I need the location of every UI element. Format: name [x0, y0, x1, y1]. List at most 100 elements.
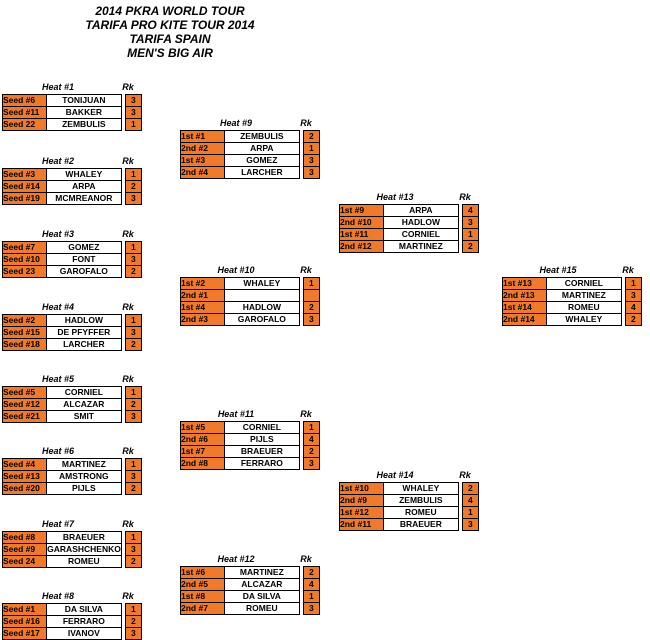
seed-cell: 2nd #12	[338, 240, 385, 253]
rider-name-cell: WHALEY	[46, 168, 122, 181]
rider-name-cell	[224, 289, 300, 302]
rank-header: Rk	[300, 265, 312, 275]
seed-cell: 2nd #10	[338, 216, 385, 229]
rider-name-cell: CORNIEL	[224, 421, 300, 434]
seed-cell: 1st #10	[338, 482, 385, 495]
seed-cell: Seed #10	[1, 253, 48, 266]
rider-name-cell: BAKKER	[46, 106, 122, 119]
rank-cell: 1	[302, 590, 321, 603]
rank-header: Rk	[459, 192, 471, 202]
rank-header: Rk	[122, 591, 134, 601]
rider-name-cell: ZEMBULIS	[224, 130, 300, 143]
rank-header: Rk	[122, 374, 134, 384]
rank-cell: 2	[461, 240, 480, 253]
rider-name-cell: LARCHER	[224, 166, 300, 179]
rank-cell: 4	[302, 433, 321, 446]
seed-cell: Seed #13	[1, 470, 48, 483]
seed-cell: Seed #11	[1, 106, 48, 119]
seed-cell: 1st #11	[338, 228, 385, 241]
rank-header: Rk	[122, 302, 134, 312]
rank-cell: 1	[624, 277, 643, 290]
rider-name-cell: ALCAZAR	[224, 578, 300, 591]
rank-cell: 1	[124, 314, 143, 327]
table-row: 2nd #1	[179, 289, 321, 302]
rank-cell: 1	[302, 142, 321, 155]
seed-cell: 1st #5	[179, 421, 226, 434]
rank-cell: 3	[624, 289, 643, 302]
rider-name-cell: PIJLS	[46, 482, 122, 495]
rider-name-cell: FERRARO	[46, 615, 122, 628]
rider-name-cell: FONT	[46, 253, 122, 266]
rider-name-cell: CORNIEL	[546, 277, 622, 290]
rank-cell: 3	[124, 106, 143, 119]
seed-cell: 2nd #7	[179, 602, 226, 615]
seed-cell: 1st #7	[179, 445, 226, 458]
rank-cell: 1	[124, 241, 143, 254]
rider-name-cell: GOMEZ	[224, 154, 300, 167]
heat-title: Heat #6	[41, 446, 75, 456]
rider-name-cell: ARPA	[46, 180, 122, 193]
rider-name-cell: ROMEU	[224, 602, 300, 615]
heat-title: Heat #3	[41, 229, 75, 239]
rank-cell: 3	[461, 518, 480, 531]
rank-cell: 1	[461, 506, 480, 519]
rank-cell: 2	[624, 313, 643, 326]
rider-name-cell: DE PFYFFER	[46, 326, 122, 339]
rider-name-cell: DA SILVA	[46, 603, 122, 616]
heat-title: Heat #11	[217, 409, 255, 419]
rider-name-cell: GARASHCHENKO	[46, 543, 122, 556]
rank-cell: 3	[124, 470, 143, 483]
rank-cell: 3	[124, 410, 143, 423]
rank-cell: 4	[302, 578, 321, 591]
rider-name-cell: MARTINEZ	[46, 458, 122, 471]
seed-cell: 1st #2	[179, 277, 226, 290]
rank-cell: 3	[124, 94, 143, 107]
rider-name-cell: AMSTRONG	[46, 470, 122, 483]
rank-cell: 1	[461, 228, 480, 241]
rider-name-cell: ALCAZAR	[46, 398, 122, 411]
rider-name-cell: ROMEU	[383, 506, 459, 519]
rank-header: Rk	[459, 470, 471, 480]
seed-cell: 1st #9	[338, 204, 385, 217]
rank-cell: 2	[124, 555, 143, 568]
rank-cell: 1	[124, 603, 143, 616]
rider-name-cell: CORNIEL	[383, 228, 459, 241]
seed-cell: Seed 23	[1, 265, 48, 278]
heat-title: Heat #7	[41, 519, 75, 529]
